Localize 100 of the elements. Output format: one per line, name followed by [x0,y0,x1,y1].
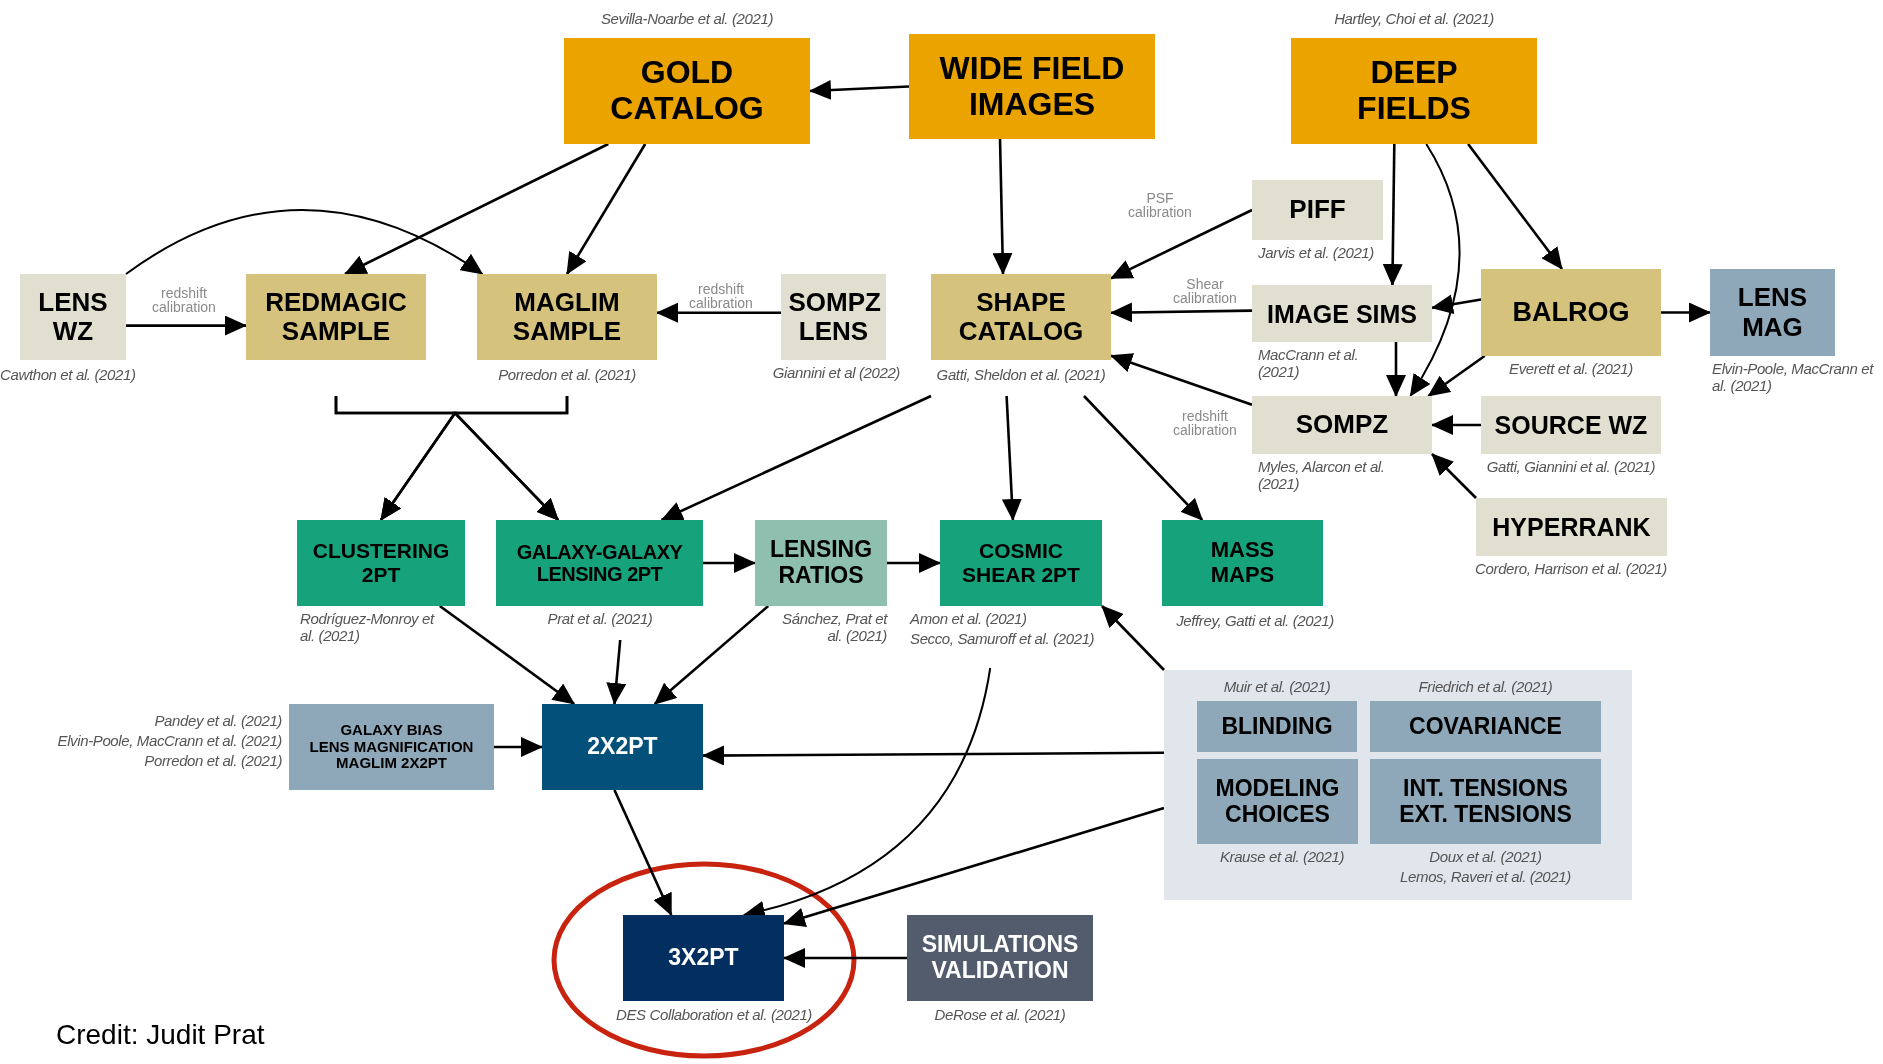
group-panel [1164,670,1632,900]
reference-text: Porredon et al. (2021) [498,366,636,383]
box-label: COSMIC SHEAR 2PT [961,539,1081,587]
reference-text: Cordero, Harrison et al. (2021) [1475,560,1667,577]
box-label: BALROG [1512,297,1630,328]
arrow [1431,453,1477,499]
process-box [1370,759,1601,844]
process-box [1476,498,1667,556]
reference-text: MacCrann et al. (2021) [1258,346,1360,380]
arrow [1467,143,1564,270]
process-box [781,274,886,360]
box-label: REDMAGIC SAMPLE [264,287,408,347]
reference-text: Everett et al. (2021) [1509,360,1633,377]
reference-text: Jarvis et al. (2021) [1258,244,1374,261]
box-label: SOURCE WZ [1494,411,1648,439]
reference-text: Rodríguez-Monroy et al. (2021) [300,610,436,644]
process-box [542,704,703,790]
box-label: GALAXY-GALAXY LENSING 2PT [515,540,684,586]
credit-text: Credit: Judit Prat [56,1018,265,1052]
reference-text: Prat et al. (2021) [547,610,653,627]
process-box [931,274,1111,360]
reference-text: Friedrich et al. (2021) [1418,678,1553,695]
arrow [613,789,673,916]
box-label: INT. TENSIONS EXT. TENSIONS [1398,775,1573,828]
box-label: LENS WZ [37,287,109,347]
arrow [1382,144,1403,286]
arrow [1661,302,1711,323]
process-box [623,915,784,1001]
box-label: GALAXY BIAS [340,721,443,739]
arrow [660,394,932,522]
process-box [297,520,465,606]
process-box [755,520,887,606]
process-box [1197,759,1358,844]
process-box [1252,396,1432,454]
process-box [907,915,1093,1001]
arrow [1110,208,1253,280]
arrow [656,302,781,323]
process-box [909,34,1155,139]
arrow [451,396,569,521]
arrow [494,737,543,757]
reference-text: Sánchez, Prat et al. (2021) [781,610,887,644]
process-box [1481,269,1661,356]
box-label: SHAPE CATALOG [957,287,1085,347]
process-box [1370,701,1601,752]
arrow [1427,354,1486,398]
arrow [606,639,627,705]
arrow [1431,294,1482,315]
box-label: GOLD CATALOG [609,55,765,127]
process-box [1162,520,1323,606]
box-label: SOMPZ [1295,410,1389,440]
arrow [126,315,247,336]
box-label: DEEP FIELDS [1356,55,1472,127]
arrow [703,553,756,573]
box-label: BLINDING [1221,713,1333,740]
reference-text: DES Collaboration et al. (2021) [616,1006,812,1023]
box-label: MODELING CHOICES [1214,775,1341,828]
box-label: 2X2PT [587,734,658,760]
process-box [20,274,126,360]
arrow [887,553,941,573]
arrow [565,143,647,275]
process-box [246,274,426,360]
box-label: MAGLIM 2X2PT [336,755,447,773]
arrow [1101,605,1165,671]
arrow [439,604,575,706]
box-label: LENSING RATIOS [768,537,874,589]
process-box [1252,285,1432,342]
process-box [564,38,810,144]
reference-text: Lemos, Raveri et al. (2021) [1400,868,1571,885]
box-label: SOMPZ LENS [788,287,879,347]
process-box [289,704,494,790]
box-label: COVARIANCE [1409,713,1562,740]
arrow [1110,353,1253,406]
reference-text: Elvin-Poole, MacCrann et al. (2021) [1712,360,1875,394]
box-label: SIMULATIONS VALIDATION [920,932,1080,984]
box-label: PIFF [1289,195,1346,225]
reference-text: Krause et al. (2021) [1219,848,1345,865]
process-box [1197,701,1357,752]
arrow [783,806,1165,928]
reference-text: Sevilla-Noarbe et al. (2021) [600,10,774,27]
arrow [809,80,910,101]
box-label: LENS MAG [1736,283,1809,342]
reference-text: Pandey et al. (2021) [154,712,282,729]
process-box [477,274,657,360]
arrow [1083,395,1204,521]
arrow [1409,143,1461,397]
box-label: CLUSTERING 2PT [311,539,451,587]
arrow [653,605,770,705]
reference-text: Elvin-Poole, MacCrann et al. (2021) [57,732,282,749]
process-box [496,520,703,606]
arrow [344,142,609,276]
reference-text: Doux et al. (2021) [1429,848,1542,865]
reference-text: DeRose et al. (2021) [934,1006,1066,1023]
box-label: MASS MAPS [1209,538,1276,588]
reference-text: Giannini et al (2022) [772,364,900,381]
box-label: LENS MAGNIFICATION [309,738,474,756]
arrow [1431,415,1481,435]
reference-text: Gatti, Giannini et al. (2021) [1486,458,1656,475]
arrow [992,138,1013,275]
process-box [940,520,1102,606]
reference-text: Myles, Alarcon et al. (2021) [1258,458,1386,492]
